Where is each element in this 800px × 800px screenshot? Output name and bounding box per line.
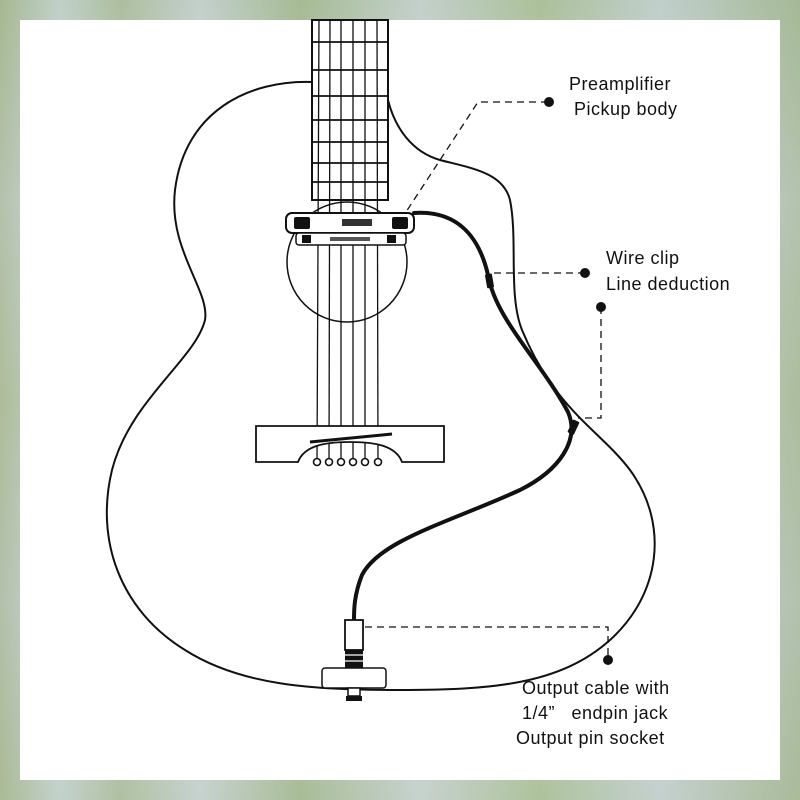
- output-cable: [352, 210, 574, 622]
- pickup-preamp: [285, 212, 415, 246]
- wire-clip-upper: [484, 273, 494, 289]
- label-preamplifier: Preamplifier: [569, 74, 672, 94]
- label-wire-clip: Wire clip: [606, 248, 680, 268]
- guitar-neck: [311, 19, 389, 201]
- guitar-body-outline: [105, 80, 656, 692]
- sound-hole: [286, 201, 408, 323]
- wire-clip-lower: [567, 419, 580, 435]
- endpin-jack: [321, 619, 387, 701]
- label-line-deduction: Line deduction: [606, 274, 731, 294]
- guitar-bridge: [255, 425, 445, 467]
- label-endpin-jack: 1/4” endpin jack: [522, 703, 669, 723]
- callout-lines: [365, 101, 609, 660]
- label-output-cable: Output cable with: [522, 678, 670, 698]
- frets: [312, 41, 388, 183]
- diagram-panel: [20, 20, 780, 780]
- label-pickup-body: Pickup body: [574, 99, 678, 119]
- callout-dots: [544, 97, 613, 665]
- label-output-pin-socket: Output pin socket: [516, 728, 665, 748]
